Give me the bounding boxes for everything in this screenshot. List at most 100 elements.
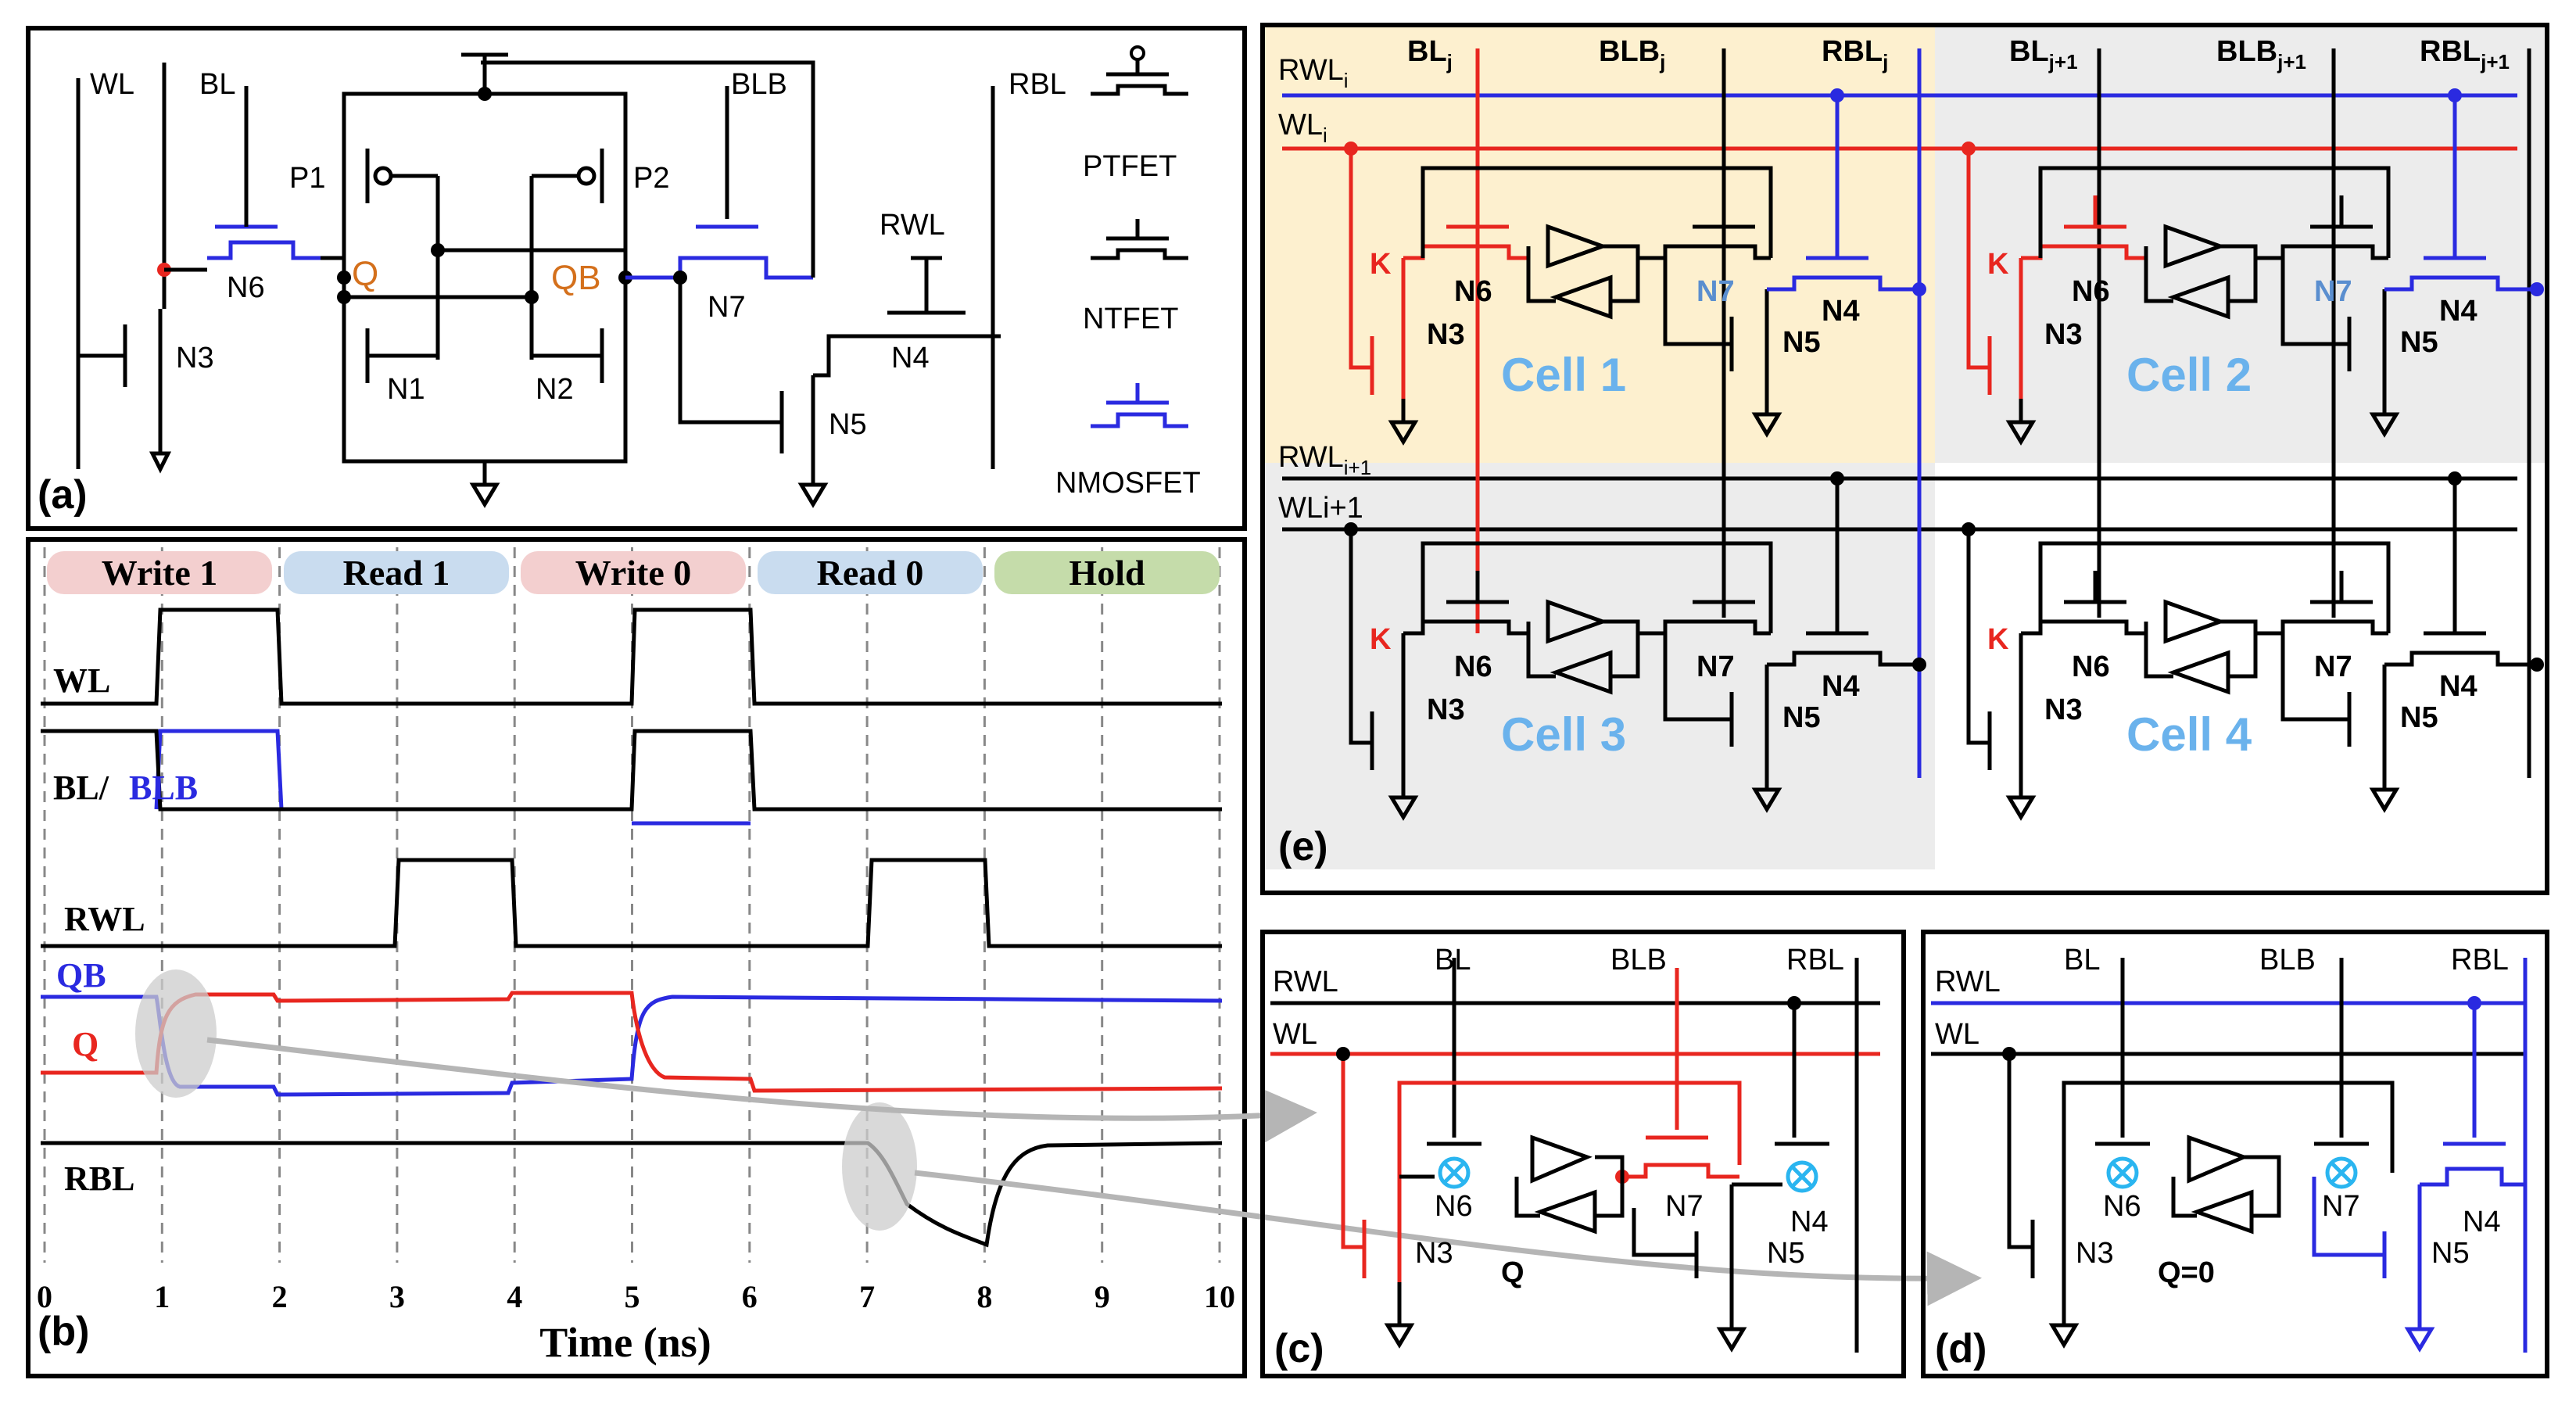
rwl-waveform — [41, 858, 1222, 948]
n5-label: N5 — [1782, 326, 1821, 359]
d-blb: BLB — [2259, 944, 2316, 977]
d-n5: N5 — [2431, 1237, 2470, 1270]
n6-label: N6 — [1454, 275, 1492, 308]
tick-label-3: 3 — [389, 1279, 405, 1314]
wl-waveform — [41, 607, 1222, 706]
phase-write1: Write 1 — [102, 553, 218, 593]
tick-label-2: 2 — [272, 1279, 288, 1314]
phase-hold: Hold — [1069, 553, 1145, 593]
c-n6: N6 — [1435, 1190, 1473, 1223]
n7-label: N7 — [2314, 275, 2352, 308]
highlight-write1 — [135, 969, 217, 1098]
c-n3: N3 — [1415, 1237, 1453, 1270]
tick-label-6: 6 — [742, 1279, 758, 1314]
col-bl-j: BLj — [1407, 35, 1453, 73]
phase-hold-bg — [994, 551, 1220, 594]
tick-label-5: 5 — [625, 1279, 640, 1314]
d-n6: N6 — [2103, 1190, 2141, 1223]
d-n4: N4 — [2463, 1206, 2501, 1238]
d-n7: N7 — [2322, 1190, 2360, 1223]
n1-label: N1 — [387, 373, 425, 406]
tick-label-10: 10 — [1204, 1279, 1235, 1314]
node-k-label: K — [1987, 248, 2009, 281]
tick-label-9: 9 — [1095, 1279, 1110, 1314]
c-n7: N7 — [1665, 1190, 1704, 1223]
col-bl-j1: BLj+1 — [2009, 35, 2078, 73]
d-bl: BL — [2064, 944, 2100, 977]
phase-write0: Write 0 — [575, 553, 692, 593]
n4-label: N4 — [891, 342, 930, 375]
tick-label-7: 7 — [859, 1279, 875, 1314]
n6-label: N6 — [1454, 650, 1492, 683]
n7-label: N7 — [1696, 650, 1735, 683]
n3-label: N3 — [2044, 693, 2083, 726]
n6-label: N6 — [227, 271, 265, 304]
c-n5: N5 — [1767, 1237, 1805, 1270]
cell-4-label: Cell 4 — [2126, 708, 2252, 761]
col-blb-j1: BLBj+1 — [2216, 35, 2306, 73]
row-wl-i1: WLi+1 — [1278, 492, 1363, 525]
p2-label: P2 — [633, 162, 669, 195]
c-bl: BL — [1435, 944, 1471, 977]
rbl-label: RBL — [1009, 68, 1066, 101]
n7-label: N7 — [708, 291, 746, 324]
row-wl-i: WLi — [1278, 109, 1327, 147]
n4-label: N4 — [2439, 295, 2477, 328]
n4-label: N4 — [2439, 670, 2477, 703]
n3-label: N3 — [176, 342, 214, 375]
phase-write1-bg — [47, 551, 272, 594]
rwl-label: RWL — [880, 209, 945, 242]
q-label: Q — [352, 255, 378, 293]
c-rwl: RWL — [1273, 966, 1338, 998]
cell-1-label: Cell 1 — [1501, 349, 1626, 401]
sig-bl: BL/ — [53, 769, 109, 807]
row-rwl-i1: RWLi+1 — [1278, 441, 1371, 479]
tick-label-0: 0 — [37, 1279, 52, 1314]
d-rwl: RWL — [1935, 966, 2001, 998]
panel-a: WL BL BLB RBL RWL Q QB P1 P2 N1 N2 N3 N4… — [26, 26, 1247, 531]
phase-read1: Read 1 — [343, 553, 450, 593]
panel-c: RWL WL BL BLB RBL Q N6 N7 N4 N5 N3 (c) — [1260, 930, 1906, 1378]
phase-read1-bg — [284, 551, 509, 594]
panel-e-label: (e) — [1278, 824, 1328, 869]
phase-labels: Write 1 Read 1 Write 0 Read 0 Hold — [47, 551, 1220, 594]
sig-wl: WL — [53, 661, 110, 700]
sig-blb: BLB — [129, 769, 198, 807]
d-wl: WL — [1935, 1018, 1979, 1051]
tick-label-8: 8 — [976, 1279, 992, 1314]
legend-ntfet: NTFET — [1083, 303, 1178, 335]
col-rbl-j: RBLj — [1822, 35, 1888, 73]
n7-label: N7 — [2314, 650, 2352, 683]
legend-ptfet: PTFET — [1083, 150, 1177, 183]
node-k-label: K — [1370, 248, 1392, 281]
panel-d-label: (d) — [1935, 1326, 1987, 1371]
n5-label: N5 — [1782, 701, 1821, 734]
panel-c-label: (c) — [1274, 1326, 1324, 1371]
c-blb: BLB — [1610, 944, 1667, 977]
panel-a-label: (a) — [38, 472, 88, 518]
n2-label: N2 — [536, 373, 574, 406]
n6-label: N6 — [2072, 650, 2110, 683]
n5-label: N5 — [2400, 701, 2438, 734]
c-rbl: RBL — [1786, 944, 1844, 977]
d-rbl: RBL — [2451, 944, 2509, 977]
blb-waveform — [41, 729, 1222, 812]
c-q: Q — [1501, 1256, 1524, 1289]
highlight-read0 — [842, 1102, 917, 1231]
n5-label: N5 — [2400, 326, 2438, 359]
n5-label: N5 — [829, 408, 867, 441]
n7-label: N7 — [1696, 275, 1735, 308]
phase-read0: Read 0 — [817, 553, 924, 593]
blb-label: BLB — [731, 68, 787, 101]
n4-label: N4 — [1822, 295, 1860, 328]
cell-3-label: Cell 3 — [1501, 708, 1626, 761]
n3-label: N3 — [1427, 318, 1465, 351]
n4-label: N4 — [1822, 670, 1860, 703]
bl-label: BL — [199, 68, 235, 101]
row-rwl-i: RWLi — [1278, 54, 1349, 92]
